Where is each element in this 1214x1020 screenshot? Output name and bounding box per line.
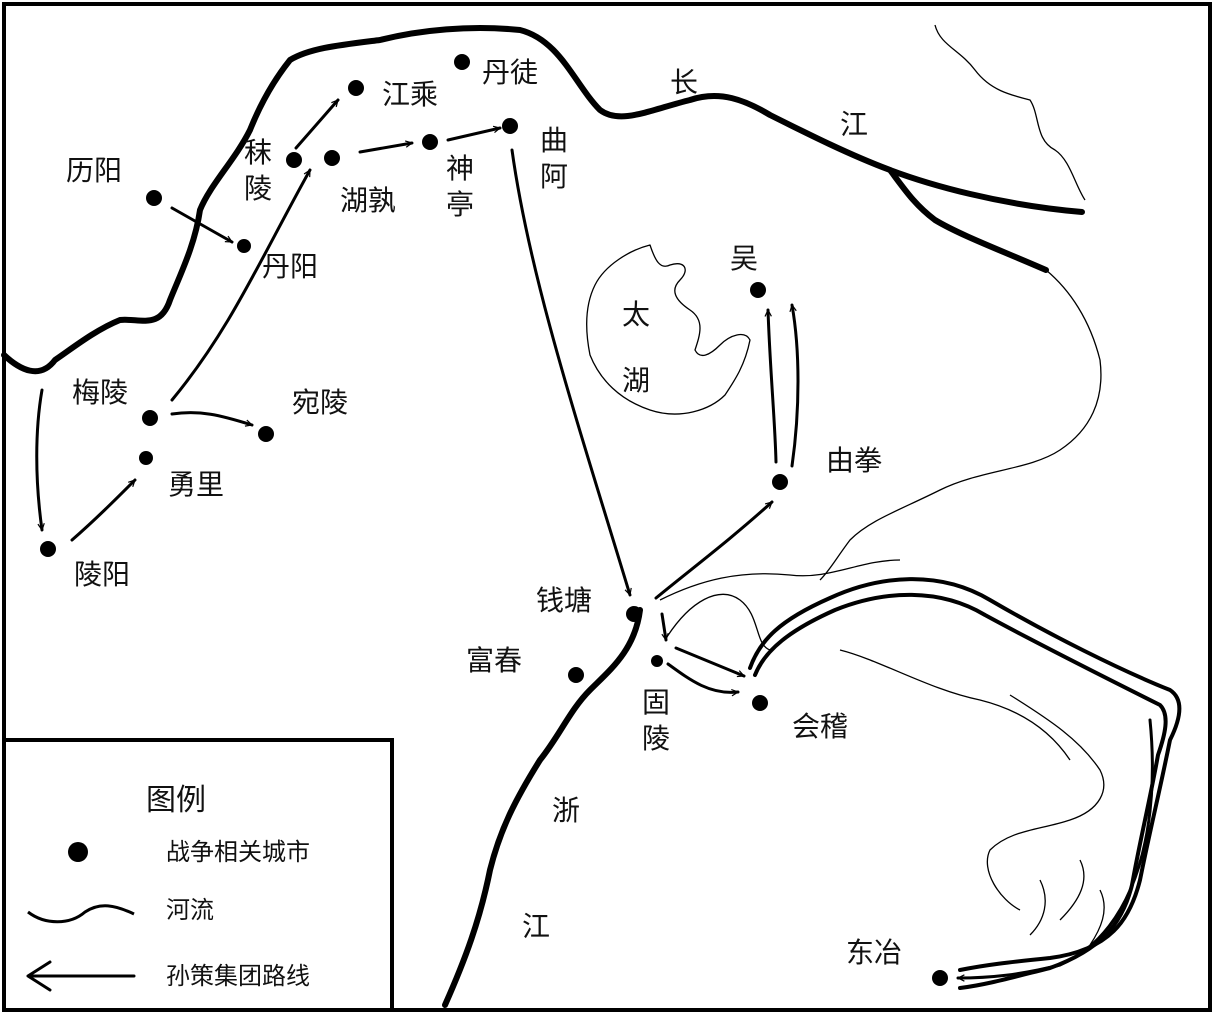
label-youquan: 由拳 — [826, 444, 882, 477]
city-dot-lingyang — [40, 541, 56, 557]
label-yangtze-1: 长 — [670, 66, 698, 99]
legend: 图例 战争相关城市 河流 孙策集团路线 — [2, 738, 394, 1012]
route-meiling-wanling — [170, 411, 254, 425]
label-kuaiji: 会稽 — [792, 710, 848, 743]
city-dot-youquan — [772, 474, 788, 490]
label-moling-2: 陵 — [244, 172, 272, 205]
label-meiling: 梅陵 — [72, 376, 128, 409]
label-taihu-1: 太 — [622, 298, 650, 331]
city-dot-meiling — [142, 410, 158, 426]
route-hushu-shenting — [358, 143, 414, 154]
label-qua-1: 曲 — [540, 124, 568, 157]
label-guling-1: 固 — [642, 686, 670, 719]
route-west-lingyang — [35, 388, 42, 532]
city-dot-shenting — [422, 134, 438, 150]
route-meiling-moling — [170, 168, 312, 402]
legend-river-label: 河流 — [166, 896, 214, 924]
legend-title: 图例 — [146, 783, 206, 818]
city-dots — [40, 54, 948, 986]
city-dot-dantu — [454, 54, 470, 70]
label-danyang: 丹阳 — [262, 250, 318, 283]
label-qiantang: 钱塘 — [536, 584, 592, 617]
river-south-1 — [986, 694, 1105, 911]
label-dantu: 丹徒 — [482, 56, 538, 89]
route-liyang-danyang — [170, 206, 234, 244]
label-lingyang: 陵阳 — [74, 558, 130, 591]
legend-city-symbol — [68, 842, 88, 862]
city-dot-liyang — [146, 190, 162, 206]
route-qiantang-youquan — [654, 500, 774, 600]
label-zhe-2: 江 — [522, 910, 550, 943]
city-dot-dongye — [932, 970, 948, 986]
coast-east — [819, 269, 1102, 581]
label-wu: 吴 — [730, 242, 758, 275]
label-yongli: 勇里 — [168, 468, 224, 501]
city-dot-yongli — [139, 451, 153, 465]
label-fuchun: 富春 — [466, 644, 522, 677]
route-youquan-wu-2 — [792, 303, 800, 468]
city-dot-wanling — [258, 426, 274, 442]
legend-river-symbol — [27, 904, 135, 924]
city-dot-jiangcheng — [348, 80, 364, 96]
river-south-3 — [839, 649, 1071, 761]
label-wanling: 宛陵 — [292, 386, 348, 419]
city-dot-kuaiji — [752, 695, 768, 711]
river-loop — [664, 593, 771, 651]
city-dot-qua — [502, 118, 518, 134]
label-guling-2: 陵 — [642, 722, 670, 755]
city-dot-guling — [651, 655, 663, 667]
label-liyang: 历阳 — [66, 154, 122, 187]
legend-route-symbol — [26, 960, 136, 992]
legend-route-label: 孙策集团路线 — [166, 962, 310, 990]
legend-city-label: 战争相关城市 — [166, 838, 310, 866]
route-moling-jiangcheng — [294, 98, 340, 150]
river-south-2 — [1029, 859, 1105, 946]
label-hushu: 湖孰 — [340, 184, 396, 217]
label-shenting-2: 亭 — [446, 188, 474, 221]
river-qiantang-north — [659, 559, 901, 601]
label-zhe-1: 浙 — [552, 794, 580, 827]
label-qua-2: 阿 — [540, 160, 568, 193]
yangtze-river — [1, 25, 1085, 375]
route-qiantang-guling — [660, 612, 666, 642]
yangtze-branch — [887, 167, 1049, 273]
route-lingyang-yongli — [70, 478, 137, 542]
route-youquan-wu-1 — [768, 308, 778, 464]
route-guling-kuaiji-1 — [674, 646, 746, 678]
city-dot-danyang — [237, 239, 251, 253]
route-qua-qiantang — [510, 148, 630, 597]
label-moling-1: 秣 — [244, 136, 272, 169]
city-dot-moling — [286, 152, 302, 168]
city-dot-wu — [750, 282, 766, 298]
label-yangtze-2: 江 — [840, 108, 868, 141]
label-dongye: 东冶 — [846, 936, 902, 969]
route-guling-kuaiji-2 — [666, 662, 740, 692]
route-shenting-qua — [446, 128, 502, 142]
city-dot-fuchun — [568, 667, 584, 683]
taihu-lake — [586, 244, 751, 415]
city-dot-qiantang — [626, 606, 642, 622]
city-dot-hushu — [324, 150, 340, 166]
label-taihu-2: 湖 — [622, 364, 650, 397]
zhe-river — [442, 607, 643, 1008]
route-kuaiji-dongye — [956, 718, 1154, 978]
legend-box — [2, 738, 394, 1012]
label-jiangcheng: 江乘 — [382, 78, 438, 111]
river-north-1 — [934, 24, 1086, 201]
label-shenting-1: 神 — [446, 152, 474, 185]
